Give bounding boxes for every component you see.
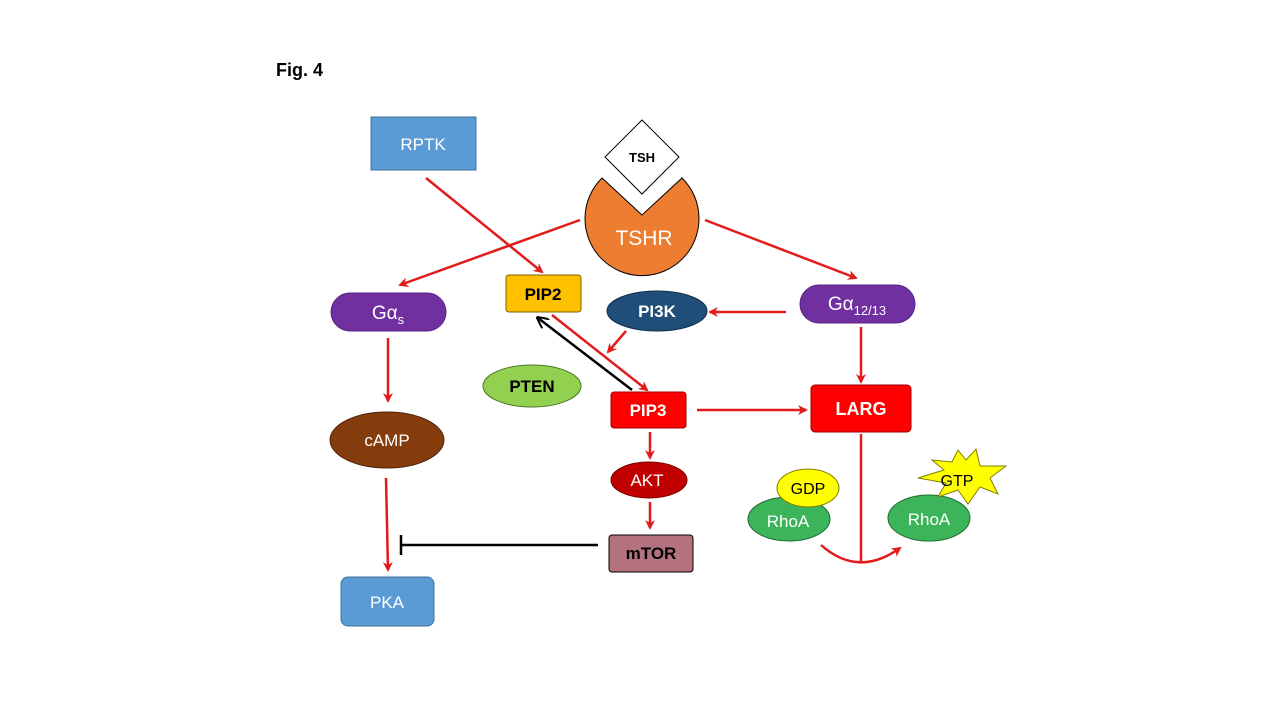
- tsh-node: TSH: [604, 119, 680, 195]
- gas-label: Gαs: [372, 303, 405, 327]
- arrow-pi3k-to-pip2-pip3: [606, 330, 627, 354]
- camp-node: cAMP: [329, 411, 445, 469]
- gtp-label: GTP: [941, 473, 974, 490]
- figure-label: Fig. 4: [276, 60, 323, 80]
- gdp-label: GDP: [791, 481, 826, 498]
- rptk-label: RPTK: [400, 135, 446, 154]
- gas-node: Gαs: [330, 292, 447, 332]
- tshr-node: TSHR: [584, 177, 700, 277]
- arrow-tshr-to-gas: [398, 218, 581, 287]
- camp-label: cAMP: [364, 431, 409, 450]
- mtor-node: mTOR: [608, 534, 694, 573]
- arrow-tshr-to-ga1213: [704, 218, 858, 280]
- gtp-node: GTP: [917, 447, 1008, 505]
- rhoa-gtp-label: RhoA: [908, 510, 951, 529]
- pten-label: PTEN: [509, 377, 554, 396]
- arrow-rptk-to-pip2: [425, 177, 544, 274]
- pip3-label: PIP3: [630, 401, 667, 420]
- pka-label: PKA: [370, 593, 405, 612]
- arrow-camp-to-pka: [382, 477, 393, 572]
- rhoa-gdp-label: RhoA: [767, 512, 810, 531]
- gtp-starburst-shape: [917, 447, 1008, 505]
- arrow-pip2-to-pip3: [551, 314, 649, 392]
- gdp-node: GDP: [776, 468, 840, 508]
- mtor-label: mTOR: [626, 544, 677, 563]
- ga1213-node: Gα12/13: [799, 284, 916, 324]
- pka-node: PKA: [340, 576, 435, 627]
- ga1213-label: Gα12/13: [828, 294, 886, 318]
- inhibition-mtor-pka: [399, 535, 598, 555]
- rptk-node: RPTK: [370, 116, 477, 171]
- larg-label: LARG: [836, 399, 887, 419]
- pi3k-node: PI3K: [606, 290, 708, 332]
- pten-node: PTEN: [482, 364, 582, 408]
- pip2-label: PIP2: [525, 285, 562, 304]
- arrow-pip3-to-pip2-feedback: [538, 318, 633, 391]
- pip3-node: PIP3: [610, 391, 687, 429]
- arrow-rhoa-gdp-to-gtp: [820, 544, 902, 564]
- pi3k-label: PI3K: [638, 302, 677, 321]
- rhoa-gdp-node: RhoA: [747, 496, 831, 542]
- rhoa-gtp-node: RhoA: [887, 494, 971, 542]
- edges: [382, 177, 902, 572]
- larg-node: LARG: [810, 384, 912, 433]
- tsh-label: TSH: [629, 150, 655, 165]
- akt-label: AKT: [630, 471, 663, 490]
- tshr-label: TSHR: [615, 227, 672, 250]
- akt-node: AKT: [610, 461, 688, 499]
- pip2-node: PIP2: [505, 274, 582, 313]
